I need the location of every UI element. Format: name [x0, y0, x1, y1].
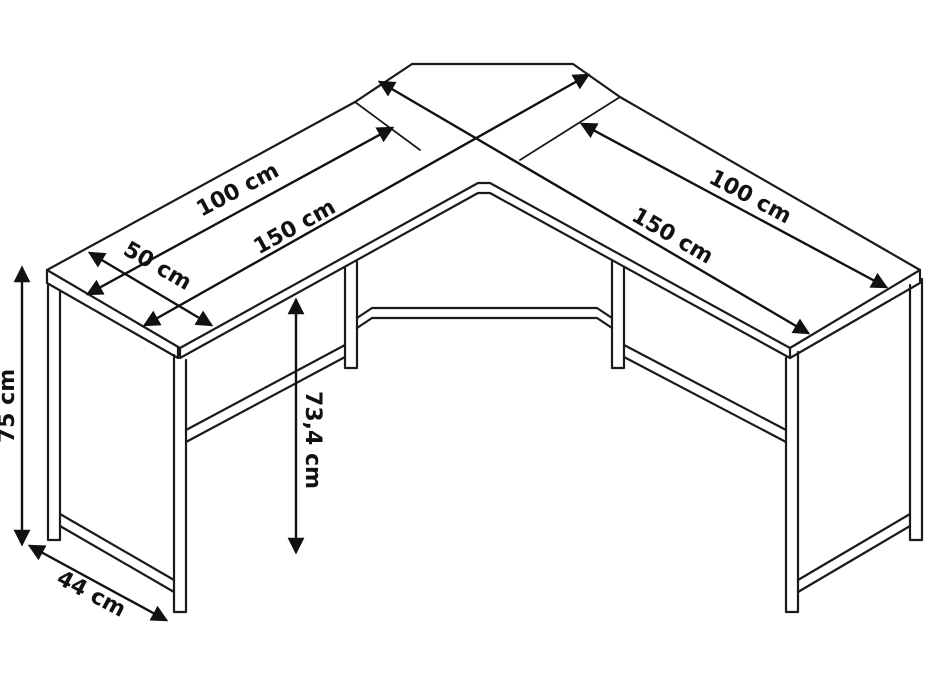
- label-left-150: 150 cm: [250, 195, 340, 260]
- dimension-lines: [13, 73, 889, 622]
- dim-arrow-44: [27, 544, 169, 622]
- label-left-50: 50 cm: [119, 237, 196, 296]
- right-frame: [610, 260, 924, 614]
- corner-stretcher: [355, 306, 614, 330]
- dim-arrow-left-50: [87, 251, 214, 327]
- dim-arrow-right-150: [377, 80, 811, 335]
- label-clearance-73-4: 73,4 cm: [300, 391, 325, 489]
- label-right-150: 150 cm: [627, 203, 717, 269]
- label-depth-44: 44 cm: [52, 566, 129, 623]
- dim-arrow-right-100: [579, 122, 889, 289]
- label-height-75: 75 cm: [0, 369, 20, 443]
